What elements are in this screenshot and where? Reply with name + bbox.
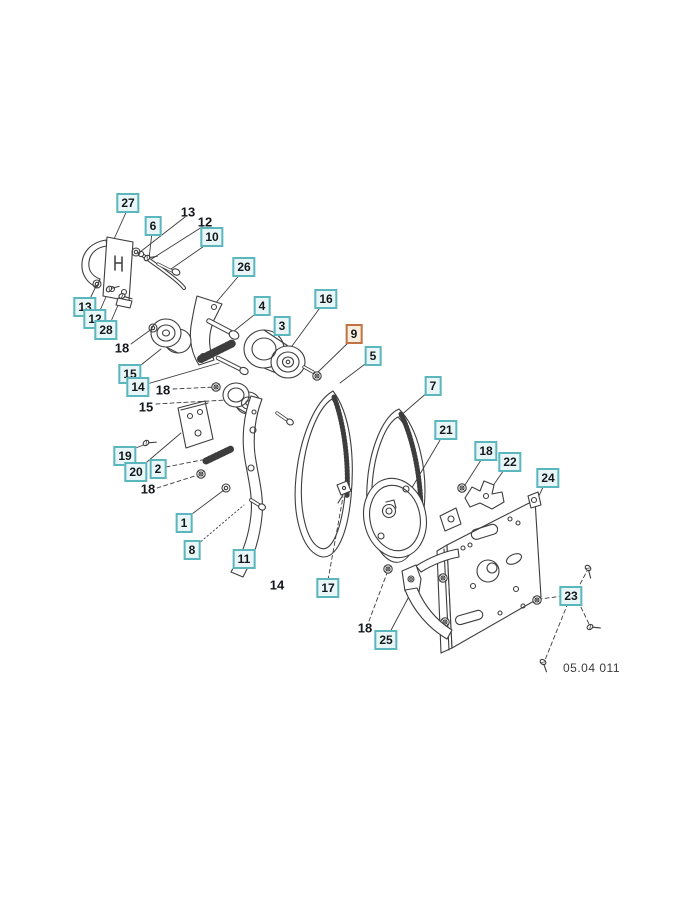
swing-arm-part [230,395,294,578]
tension-bracket-part [189,295,223,366]
part-label-12: 12 [197,214,213,230]
belt-5-part [294,390,353,558]
part-label-18: 18 [155,382,171,398]
part-label-16[interactable]: 16 [314,289,338,309]
frame-arm-25-part [383,548,460,640]
clutch-bracket-22-part [457,480,505,510]
part-label-8[interactable]: 8 [183,540,201,560]
part-label-21[interactable]: 21 [434,420,458,440]
handle-bracket-part [81,236,134,309]
part-label-18[interactable]: 18 [474,441,498,461]
part-label-7[interactable]: 7 [424,376,442,396]
part-label-25[interactable]: 25 [374,630,398,650]
part-label-2[interactable]: 2 [149,459,167,479]
engine-plate-part [436,491,542,654]
part-label-28[interactable]: 28 [94,320,118,340]
part-label-18: 18 [140,481,156,497]
handle-fasteners [92,247,181,304]
part-label-14: 14 [269,577,285,593]
belt-clip-17-part [336,480,352,504]
part-label-11[interactable]: 11 [232,549,256,569]
part-label-14[interactable]: 14 [126,377,150,397]
pulley-3-part [243,329,306,379]
part-label-18: 18 [114,340,130,356]
part-label-24[interactable]: 24 [536,468,560,488]
part-label-3[interactable]: 3 [273,316,291,336]
part-label-4[interactable]: 4 [253,296,271,316]
part-label-26[interactable]: 26 [232,257,256,277]
part-label-17[interactable]: 17 [316,578,340,598]
plate-2-part [177,400,214,449]
nut-18-part [196,469,206,479]
spring-2-part [202,445,235,465]
screw-19-part [141,435,157,451]
washer-1-part [221,483,231,493]
part-label-1[interactable]: 1 [175,513,193,533]
part-label-9-selected[interactable]: 9 [345,324,363,344]
part-label-23[interactable]: 23 [559,586,583,606]
part-label-6[interactable]: 6 [144,216,162,236]
part-label-10[interactable]: 10 [200,227,224,247]
bolt-4-part [206,318,240,340]
part-label-27[interactable]: 27 [116,193,140,213]
part-label-18: 18 [357,620,373,636]
bolt-9-part [302,365,322,381]
bolt-14-part [215,355,249,376]
part-label-20[interactable]: 20 [124,462,148,482]
part-label-22[interactable]: 22 [498,452,522,472]
drawing-code: 05.04 011 [563,661,620,675]
pulley-21-part [363,477,427,559]
pulley-15-part [148,318,192,354]
spring-part [197,339,237,363]
part-label-15: 15 [138,399,154,415]
part-label-13: 13 [180,204,196,220]
part-label-5[interactable]: 5 [364,346,382,366]
